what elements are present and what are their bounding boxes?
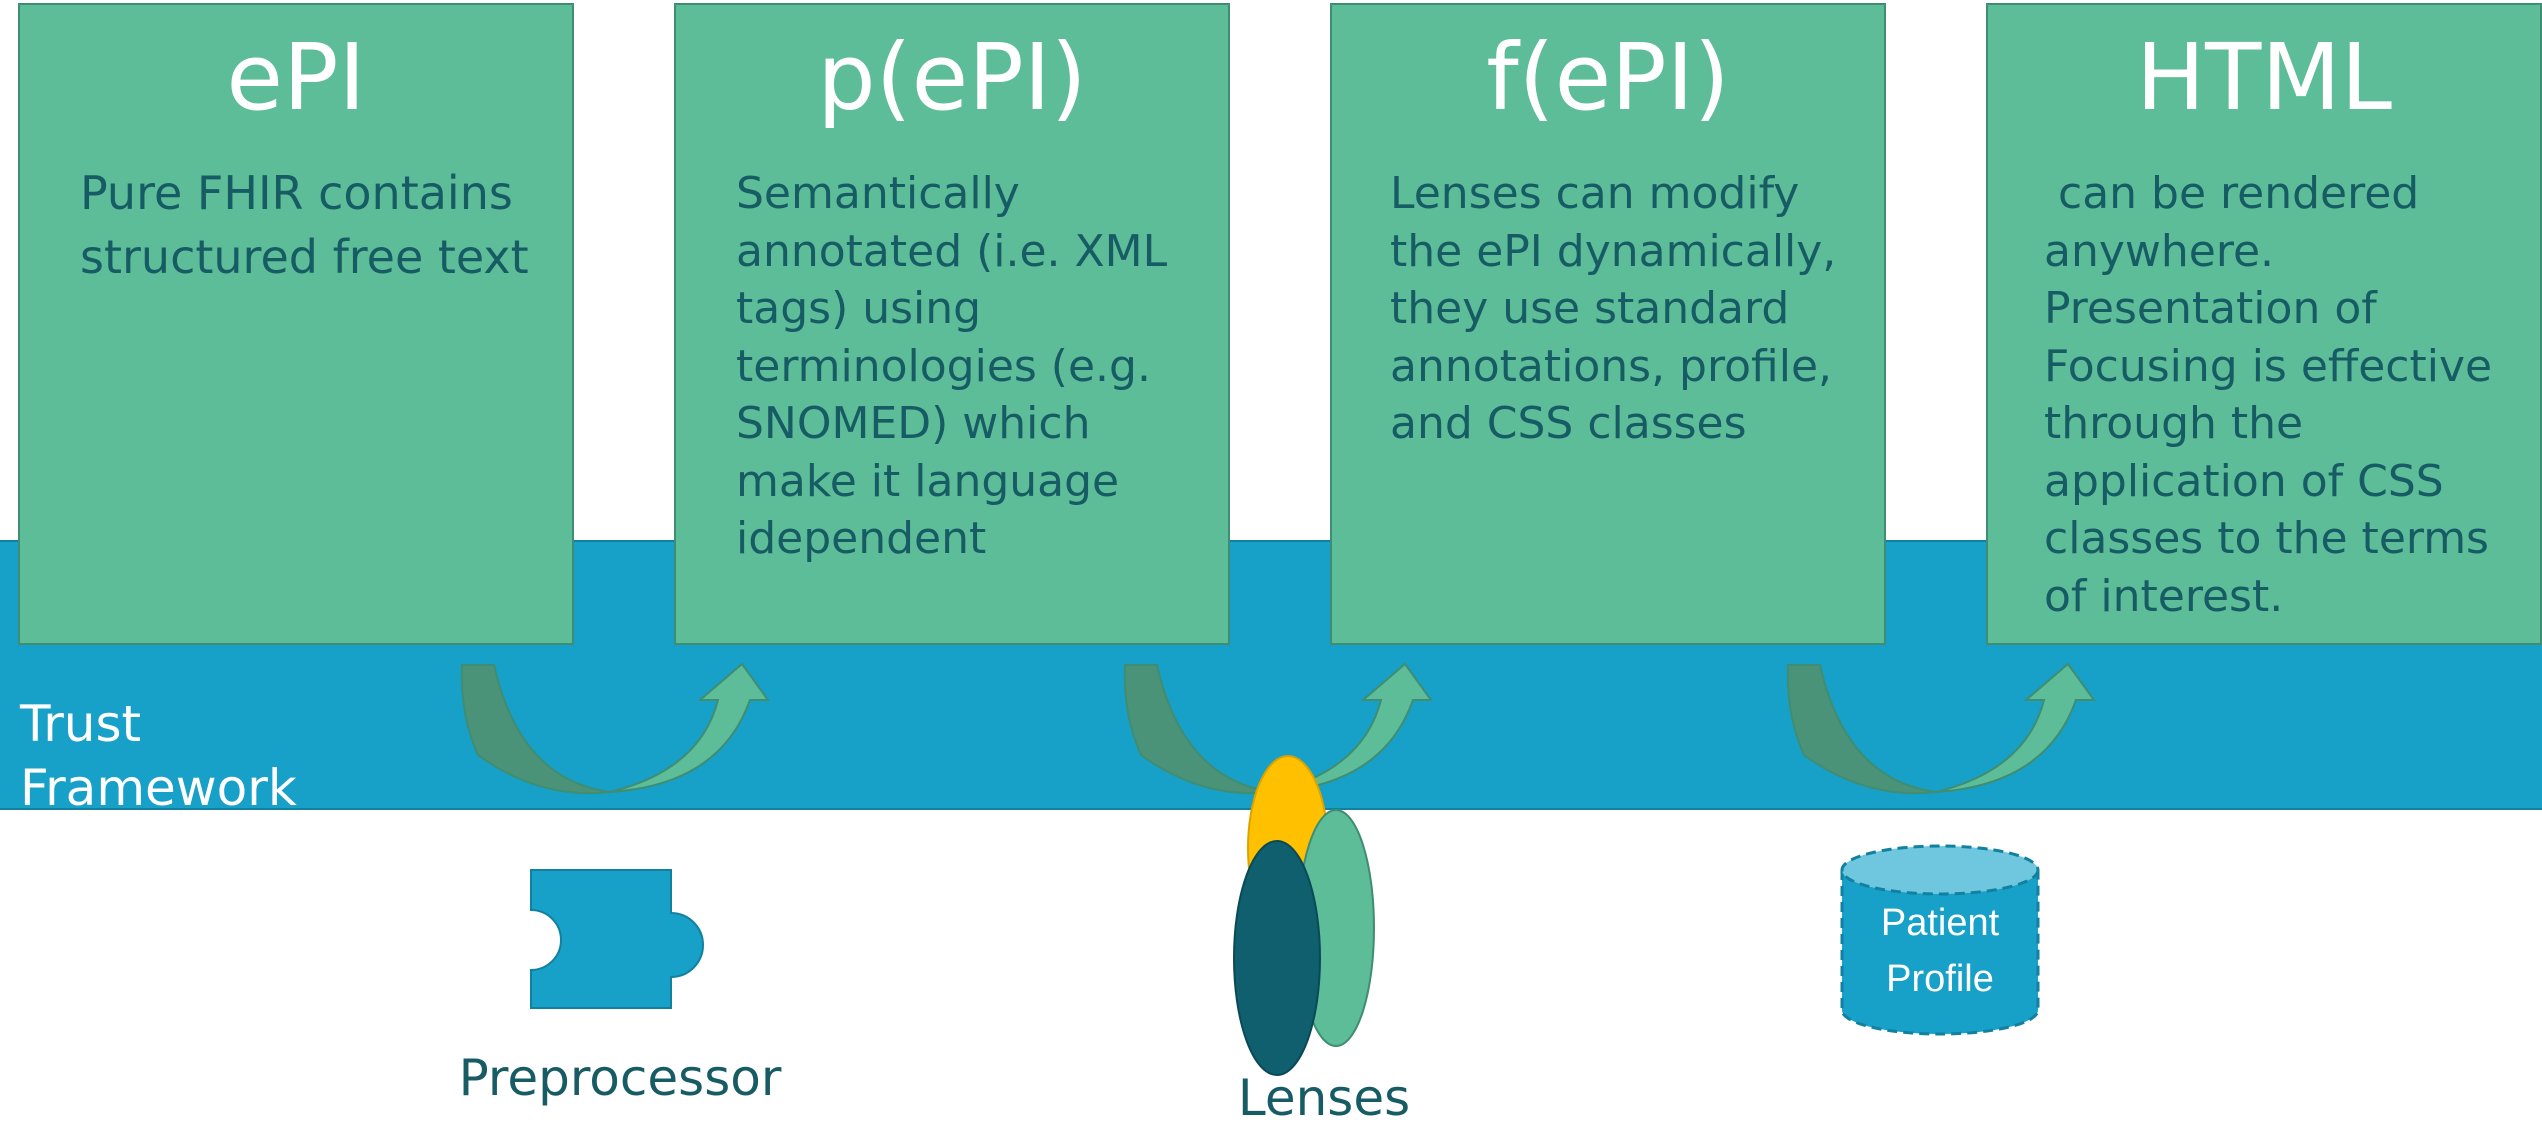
card-description: Semantically annotated (i.e. XML tags) u… [736,168,1168,564]
database-cylinder-icon [1840,844,2040,1036]
card-title: HTML [2135,24,2392,131]
preprocessor-caption: Preprocessor [458,1049,782,1107]
card-f-epi: f(ePI) Lenses can modify the ePI dynamic… [1330,3,1886,645]
card-description: can be rendered anywhere. Presentation o… [2044,168,2507,622]
card-epi: ePI Pure FHIR contains structured free t… [18,3,574,645]
card-title: ePI [226,24,366,131]
card-p-epi: p(ePI) Semantically annotated (i.e. XML … [674,3,1230,645]
puzzle-piece-icon [530,869,704,1009]
curved-arrow-icon [1123,662,1433,795]
overlapping-lenses-icon [1233,755,1375,1076]
trust-framework-label: Trust Framework [20,695,297,817]
lenses-caption: Lenses [1237,1069,1411,1127]
card-description: Lenses can modify the ePI dynamically, t… [1390,168,1837,449]
card-html: HTML can be rendered anywhere. Presentat… [1986,3,2542,645]
patient-profile-label-line2: Profile [1886,958,1994,1000]
card-description: Pure FHIR contains structured free text [80,166,529,284]
card-title: p(ePI) [817,24,1087,131]
patient-profile-label: Patient Profile [1840,895,2040,1007]
curved-arrow-icon [1786,662,2096,795]
patient-profile-label-line1: Patient [1880,902,2000,944]
curved-arrow-icon [460,662,770,795]
card-title: f(ePI) [1486,24,1730,131]
